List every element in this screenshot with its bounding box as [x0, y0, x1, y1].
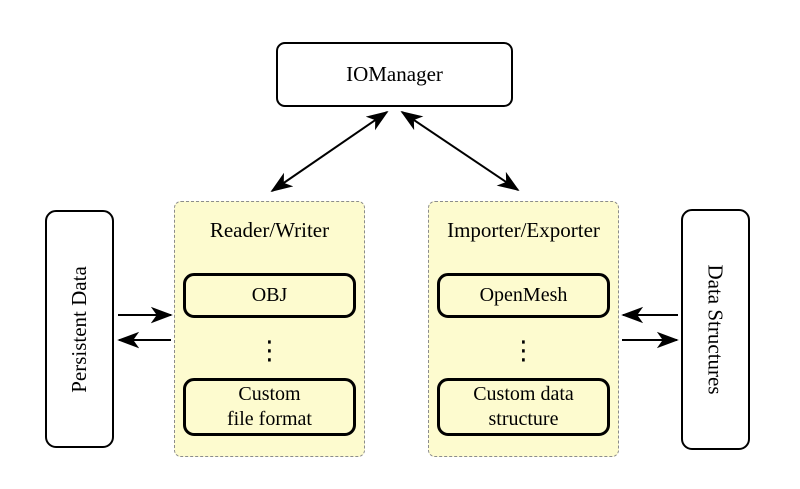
node-data-structures: Data Structures — [681, 209, 750, 450]
panel-importer-exporter: Importer/Exporter OpenMesh ⋮ Custom data… — [428, 201, 619, 457]
node-openmesh: OpenMesh — [437, 273, 610, 318]
custom-data-structure-label: Custom data structure — [473, 383, 574, 430]
data-structures-label: Data Structures — [704, 264, 729, 395]
reader-writer-title: Reader/Writer — [209, 218, 330, 242]
node-custom-file-format: Custom file format — [183, 378, 356, 436]
openmesh-label: OpenMesh — [479, 284, 568, 306]
node-obj: OBJ — [183, 273, 356, 318]
node-persistent-data: Persistent Data — [45, 210, 114, 448]
panel-reader-writer: Reader/Writer OBJ ⋮ Custom file format — [174, 201, 365, 457]
iomanager-label: IOManager — [346, 62, 443, 86]
vertical-ellipsis-icon: ⋮ — [256, 336, 283, 366]
arrow-iomanager-importer-exporter — [400, 110, 520, 192]
importer-exporter-title: Importer/Exporter — [447, 218, 600, 242]
node-custom-data-structure: Custom data structure — [437, 378, 610, 436]
persistent-data-label: Persistent Data — [67, 265, 91, 393]
arrow-iomanager-reader-writer — [270, 110, 389, 193]
custom-file-format-label: Custom file format — [227, 383, 312, 430]
node-iomanager: IOManager — [276, 42, 513, 107]
obj-label: OBJ — [251, 284, 288, 306]
vertical-ellipsis-icon: ⋮ — [510, 336, 537, 366]
